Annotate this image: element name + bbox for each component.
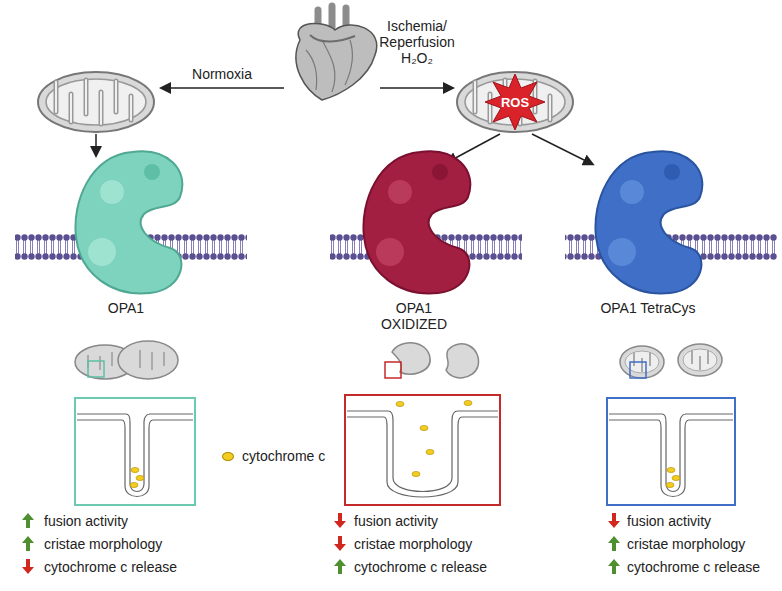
node-text: ROS [501, 95, 529, 110]
outcome-label: cristae morphology [627, 536, 745, 552]
ros-node: ROS [498, 92, 532, 112]
opa1-protein [75, 151, 182, 293]
protein-label: OPA1 OXIDIZED [366, 300, 462, 332]
outcome-label: cristae morphology [354, 536, 472, 552]
arrow [380, 87, 452, 89]
fused-mitochondria [75, 341, 178, 379]
zoom-marker [630, 362, 646, 378]
legend-item: cytochrome c [222, 448, 325, 464]
outcome-label: cytochrome c release [354, 559, 487, 575]
condition-label: Normoxia [192, 66, 252, 82]
protein-label: OPA1 TetraCys [600, 300, 696, 316]
mitochondrion [457, 72, 573, 132]
mitochondrion [620, 346, 664, 378]
mitochondrion [38, 72, 154, 132]
protein-label: OPA1 [108, 300, 144, 316]
ros-burst [485, 74, 545, 130]
outcome-label: fusion activity [44, 513, 128, 529]
outcome-label: cytochrome c release [627, 559, 760, 575]
arrow [162, 87, 284, 89]
opa1-oxidized-protein [363, 151, 470, 293]
arrow [532, 134, 592, 164]
outcome-label: cytochrome c release [44, 559, 177, 575]
legend-swatch [222, 452, 234, 461]
cristae-inset [75, 398, 195, 505]
legend-text: cytochrome c [242, 448, 325, 464]
opa1-tetracys-protein [595, 151, 702, 293]
heart-illustration [296, 6, 377, 100]
outcome-label: fusion activity [627, 513, 711, 529]
mitochondrion [678, 344, 722, 376]
outcome-label: fusion activity [354, 513, 438, 529]
arrow [95, 134, 97, 155]
condition-label: Ischemia/ Reperfusion H₂O₂ [375, 18, 459, 66]
fragmented-mitochondria [385, 343, 479, 378]
outcome-label: cristae morphology [44, 536, 162, 552]
cristae-inset [345, 395, 500, 505]
cristae-inset [607, 398, 735, 505]
